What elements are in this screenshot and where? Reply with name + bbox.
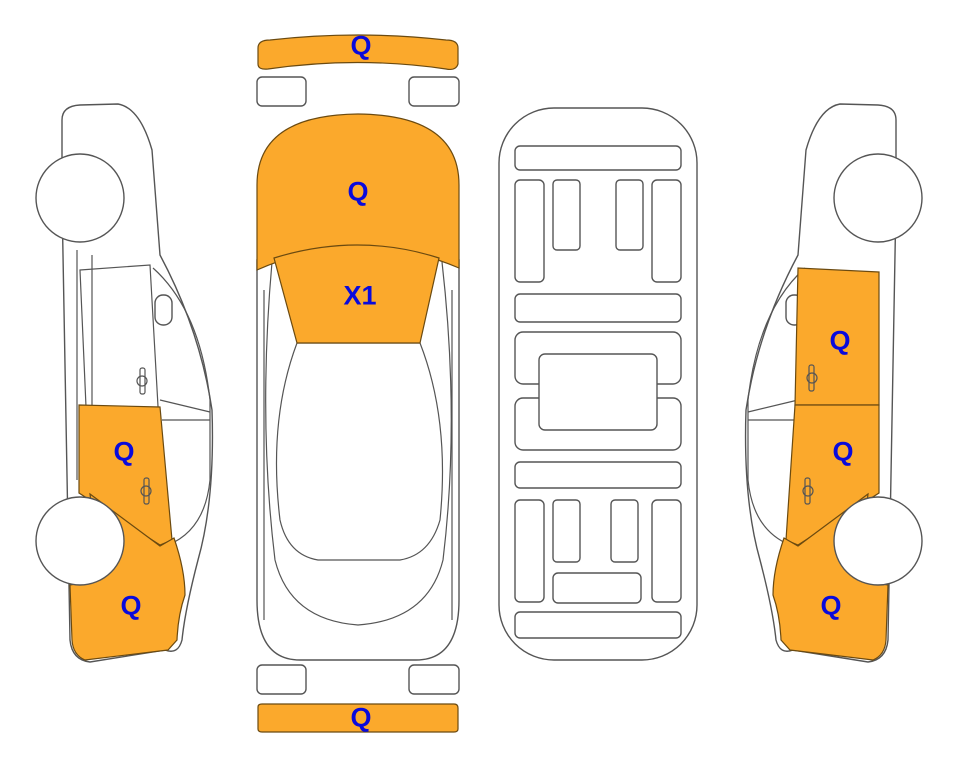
rear-bumper-damage[interactable]	[257, 703, 459, 733]
headlight-right	[408, 76, 460, 107]
underbody-view	[498, 107, 698, 661]
right-rear-door-label: Q	[829, 325, 851, 356]
front-bumper-label: Q	[350, 30, 372, 61]
hood-label: Q	[347, 176, 369, 207]
headlight-left	[256, 76, 307, 107]
wheel-icon	[35, 496, 125, 586]
left-door-handles	[136, 367, 152, 505]
right-side-view	[744, 103, 923, 663]
windshield-damage[interactable]	[273, 244, 440, 344]
left-front-door-label: Q	[113, 436, 135, 467]
left-front-fender-label: Q	[120, 590, 142, 621]
right-front-door-label: Q	[832, 436, 854, 467]
taillight-right	[408, 664, 460, 695]
rear-bumper-label: Q	[350, 702, 372, 733]
top-view	[256, 34, 460, 733]
right-front-fender-label: Q	[820, 590, 842, 621]
right-front-door-damage[interactable]	[786, 405, 880, 540]
left-wheels	[35, 153, 125, 586]
wheel-icon	[35, 153, 125, 243]
taillight-left	[256, 664, 307, 695]
windshield-label: X1	[343, 280, 377, 311]
front-bumper-damage[interactable]	[257, 34, 459, 71]
